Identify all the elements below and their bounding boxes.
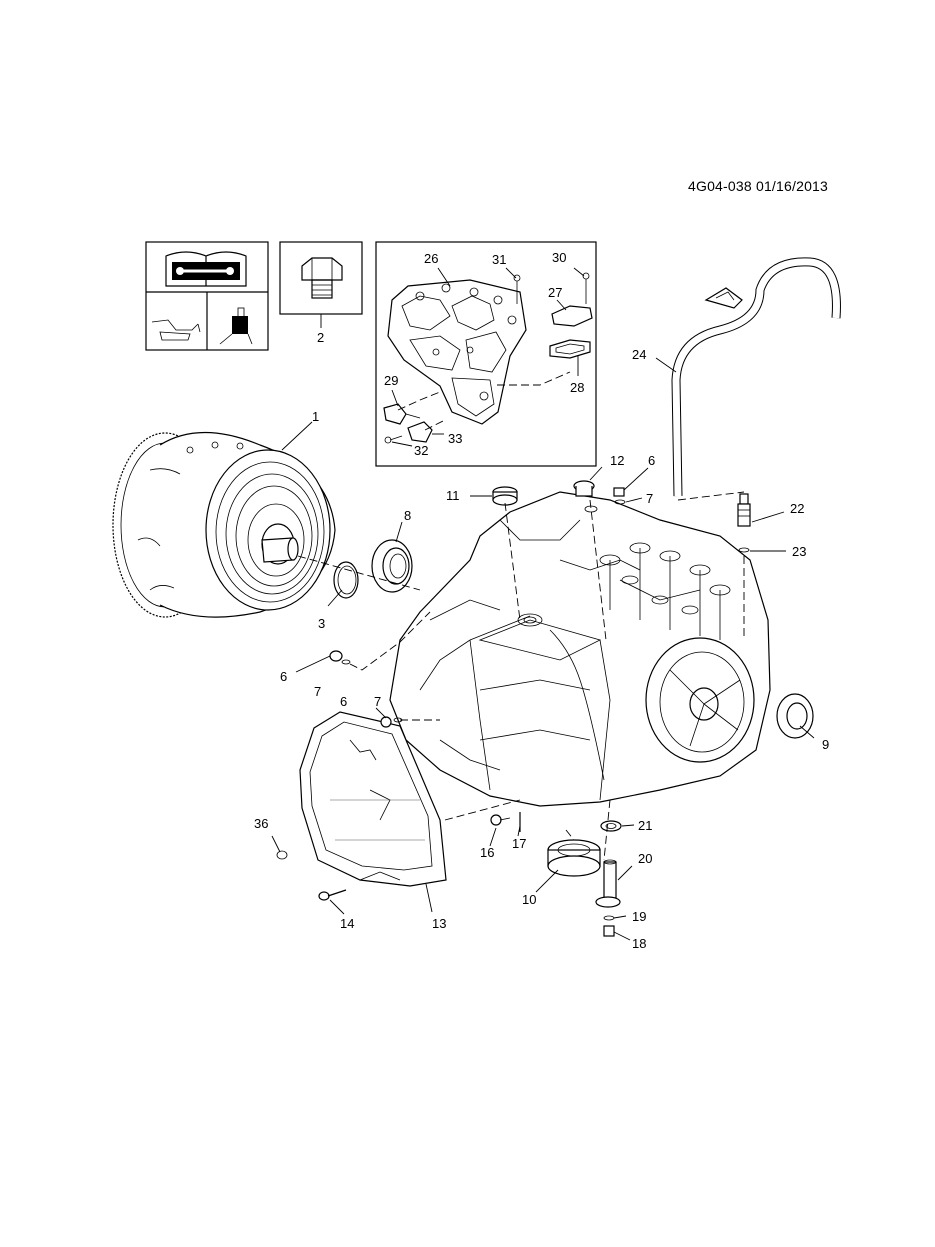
bolt-14	[318, 889, 347, 901]
service-icon-panel	[145, 241, 269, 351]
callout-19: 19	[632, 909, 646, 924]
callout-9: 9	[822, 737, 829, 752]
bolt-icon	[301, 257, 343, 299]
oil-pan	[299, 711, 447, 887]
o-ring-3	[333, 561, 359, 599]
valve-body-inset	[375, 241, 597, 467]
callout-23: 23	[792, 544, 806, 559]
plug-18	[603, 925, 615, 937]
fluid-pan-icon	[151, 319, 201, 341]
dipstick-tube-20	[595, 859, 621, 908]
callout-12: 12	[610, 453, 624, 468]
callout-27: 27	[548, 285, 562, 300]
document-id: 4G04-038 01/16/2013	[688, 178, 829, 194]
callout-6-mid: 6	[340, 694, 347, 709]
callout-10: 10	[522, 892, 536, 907]
callout-2: 2	[317, 330, 324, 345]
callout-17: 17	[512, 836, 526, 851]
callout-24: 24	[632, 347, 646, 362]
callout-13: 13	[432, 916, 446, 931]
solenoid-27	[551, 305, 593, 327]
bolt-icon-panel	[279, 241, 363, 328]
callout-32: 32	[414, 443, 428, 458]
torque-converter	[112, 432, 336, 618]
clip-36	[276, 850, 288, 860]
callout-7-left: 7	[314, 684, 321, 699]
callout-16: 16	[480, 845, 494, 860]
seal-23	[738, 547, 750, 553]
bolt-16	[490, 814, 511, 826]
plug-11	[492, 486, 518, 506]
callout-20: 20	[638, 851, 652, 866]
callout-6-left: 6	[280, 669, 287, 684]
bolt-6-7-top	[613, 487, 626, 505]
washer-19	[603, 915, 615, 921]
callout-14: 14	[340, 916, 354, 931]
seal-8	[371, 539, 413, 593]
callout-21: 21	[638, 818, 652, 833]
callout-28: 28	[570, 380, 584, 395]
repair-manual-icon	[165, 251, 247, 287]
filter-10	[547, 839, 601, 877]
callout-1: 1	[312, 409, 319, 424]
vent-hose-24	[671, 257, 841, 497]
transmission-case	[389, 491, 771, 807]
callout-30: 30	[552, 250, 566, 265]
callout-18: 18	[632, 936, 646, 951]
valve-body	[387, 279, 527, 425]
callout-8: 8	[404, 508, 411, 523]
seal-9	[776, 693, 814, 739]
bolt-6-7-left	[329, 650, 351, 665]
sensor-29	[383, 403, 421, 425]
callout-33: 33	[448, 431, 462, 446]
callout-31: 31	[492, 252, 506, 267]
callout-7-top: 7	[646, 491, 653, 506]
washer-21	[600, 820, 622, 832]
callout-7-mid: 7	[374, 694, 381, 709]
callout-6-top: 6	[648, 453, 655, 468]
bolt-6-7-mid	[380, 716, 403, 728]
electrical-connector-icon	[219, 307, 253, 345]
callout-3: 3	[318, 616, 325, 631]
sensor-33	[407, 421, 433, 443]
callout-29: 29	[384, 373, 398, 388]
plug-12	[573, 480, 598, 513]
gasket-28	[549, 339, 591, 359]
valve-bolt-31	[513, 274, 521, 304]
callout-36: 36	[254, 816, 268, 831]
callout-22: 22	[790, 501, 804, 516]
bolt-32	[384, 435, 403, 444]
callout-11: 11	[446, 488, 460, 503]
sensor-22	[737, 493, 751, 527]
valve-bolt-30	[582, 272, 590, 304]
callout-26: 26	[424, 251, 438, 266]
